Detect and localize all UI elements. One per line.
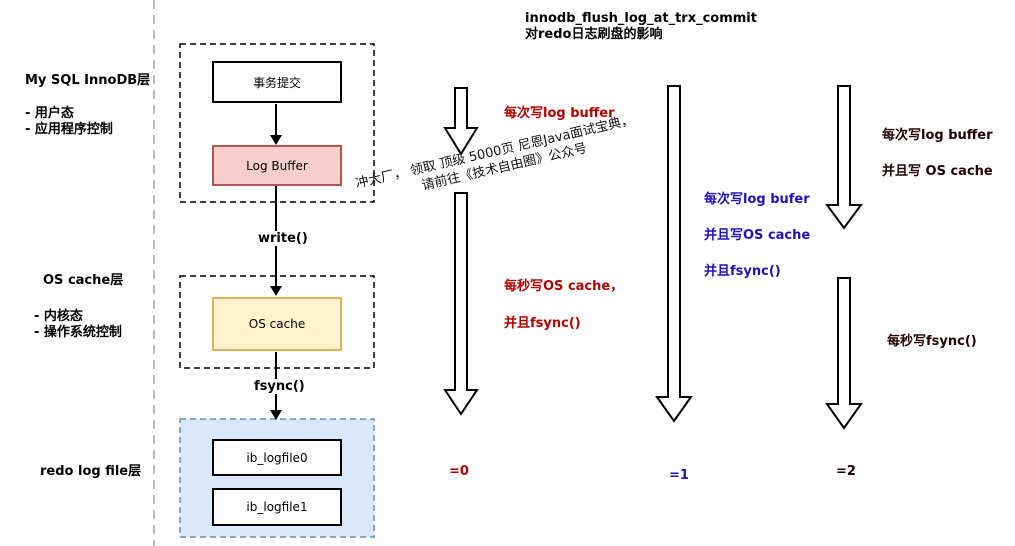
mysql-layer-item: - 应用程序控制 [25, 122, 113, 137]
setting0-step2-line1: 每秒写OS cache， [504, 279, 624, 294]
logfile0-box: ib_logfile0 [212, 439, 342, 476]
setting0-step2-line2: 并且fsync() [504, 316, 581, 331]
write-label: write() [258, 231, 308, 246]
setting0-value: =0 [449, 464, 469, 479]
mysql-layer-label: My SQL InnoDB层 - 用户态 - 应用程序控制 [25, 73, 150, 138]
log-buffer-box: Log Buffer [212, 145, 342, 186]
diagram-title: innodb_flush_log_at_trx_commit 对redo日志刷盘… [525, 11, 757, 43]
mysql-layer-group [179, 43, 375, 203]
arrowhead-2 [270, 286, 282, 296]
arrowhead-1 [270, 135, 282, 145]
fsync-label: fsync() [254, 379, 305, 394]
setting0-arrow-2 [443, 192, 479, 416]
title-line-2: 对redo日志刷盘的影响 [525, 27, 663, 42]
setting1-line3: 并且fsync() [704, 264, 781, 279]
arrowhead-3 [270, 410, 282, 420]
setting0-arrow-1 [443, 87, 479, 156]
setting2-line2: 并且写 OS cache [882, 164, 993, 179]
os-layer-item: - 操作系统控制 [34, 325, 122, 340]
setting2-line1: 每次写log buffer [882, 128, 993, 143]
setting2-value: =2 [836, 464, 856, 479]
os-layer-label: OS cache层 [43, 273, 123, 289]
commit-box: 事务提交 [212, 61, 342, 103]
setting0-step1: 每次写log buffer [504, 106, 615, 121]
setting1-value: =1 [669, 468, 689, 483]
setting1-line2: 并且写OS cache [704, 228, 811, 243]
mysql-layer-title: My SQL InnoDB层 [25, 73, 151, 88]
setting2-arrow-1 [825, 85, 863, 230]
os-cache-box: OS cache [212, 297, 342, 351]
setting1-line1: 每次写log bufer [704, 192, 810, 207]
logfile1-box: ib_logfile1 [212, 488, 342, 526]
redo-layer-label: redo log file层 [40, 464, 142, 479]
os-layer-title: OS cache层 [43, 273, 124, 288]
mysql-layer-item: - 用户态 [25, 106, 74, 121]
title-line-1: innodb_flush_log_at_trx_commit [525, 11, 757, 26]
os-layer-items: - 内核态 - 操作系统控制 [34, 309, 122, 341]
setting2-arrow-2 [825, 277, 863, 430]
setting2-line3: 每秒写fsync() [887, 334, 977, 349]
setting1-arrow [655, 85, 693, 423]
os-layer-item: - 内核态 [34, 309, 83, 324]
